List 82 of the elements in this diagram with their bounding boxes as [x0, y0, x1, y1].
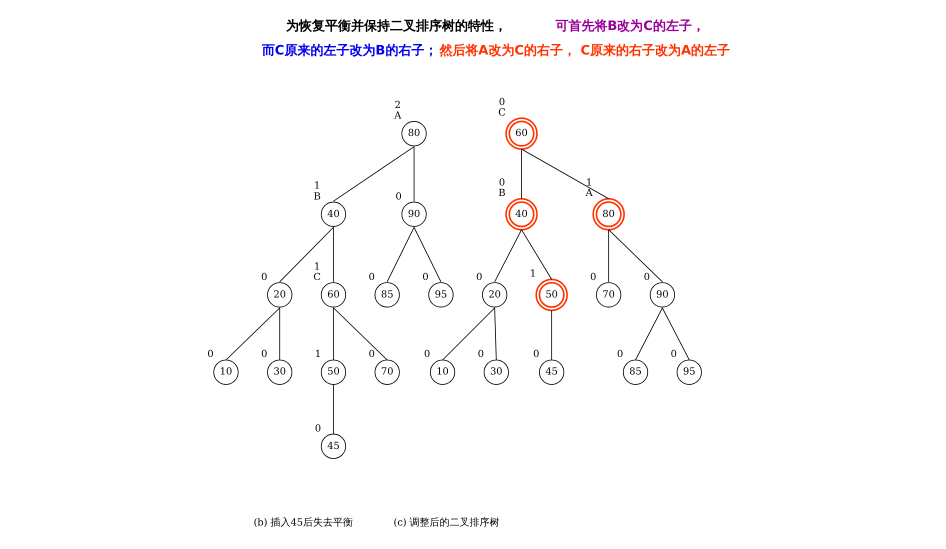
node-label: 0: [260, 349, 267, 360]
connector: [332, 307, 334, 360]
node-label: 0: [394, 191, 402, 202]
node-label: A: [394, 110, 401, 122]
node-circle: 95: [676, 360, 702, 385]
connector: [608, 229, 609, 282]
label: 为恢复平衡并保持二叉排序树的特性，: [285, 19, 506, 34]
node-label: 1: [529, 268, 536, 280]
node-circle: 80: [592, 198, 624, 231]
connector: [520, 148, 609, 200]
node-label: 2: [394, 100, 400, 112]
connector: [386, 226, 414, 282]
connector: [225, 307, 280, 360]
node-label: 0: [532, 349, 539, 360]
node-label: 1: [314, 349, 321, 360]
node-label: 0: [260, 272, 267, 283]
connector: [332, 226, 334, 282]
node-label: 0: [670, 349, 676, 360]
label: 而C原来的左子改为B的右子；: [261, 44, 437, 59]
node-label: 0: [476, 272, 482, 283]
connector: [520, 148, 522, 200]
label: (c) 调整后的二叉排序树: [393, 517, 500, 528]
node-circle: 30: [266, 360, 292, 385]
node-circle: 80: [400, 121, 426, 146]
node-label: 0: [477, 349, 484, 360]
node-label: 1: [314, 180, 320, 192]
node-circle: 50: [534, 278, 568, 312]
node-circle: 60: [504, 117, 538, 150]
connector: [442, 307, 495, 360]
node-label: 0: [498, 177, 505, 188]
connector: [520, 229, 552, 280]
connector: [608, 229, 662, 282]
node-circle: 60: [320, 282, 346, 308]
node-label: 1: [586, 177, 592, 188]
node-label: 0: [423, 349, 430, 360]
node-label: 0: [590, 272, 596, 283]
node-circle: 10: [429, 360, 455, 385]
node-label: 0: [206, 349, 214, 360]
node-label: 0: [616, 349, 623, 360]
node-label: C: [312, 272, 320, 283]
connector: [278, 226, 334, 282]
node-label: C: [498, 107, 506, 118]
connector: [550, 310, 552, 360]
node-circle: 40: [320, 202, 346, 227]
connector: [413, 226, 441, 282]
node-circle: 45: [538, 360, 564, 385]
connector: [661, 307, 690, 360]
connector: [494, 307, 496, 360]
label: 然后将A改为C的右子， C原来的右子改为A的左子: [438, 44, 730, 59]
node-label: B: [498, 188, 506, 200]
node-label: A: [585, 188, 592, 200]
node-label: 0: [368, 272, 374, 283]
node-circle: 95: [428, 282, 454, 308]
connector: [332, 146, 414, 202]
node-circle: 70: [596, 282, 621, 308]
node-label: 0: [368, 349, 374, 360]
node-circle: 20: [266, 282, 292, 308]
node-label: 1: [314, 261, 320, 272]
node-circle: 50: [320, 360, 346, 385]
node-circle: 40: [504, 198, 538, 231]
connector: [634, 307, 662, 360]
node-circle: 45: [320, 434, 346, 459]
node-circle: 90: [400, 202, 426, 227]
node-label: 0: [422, 272, 428, 283]
node-circle: 10: [212, 360, 238, 385]
connector: [413, 146, 414, 202]
node-label: B: [313, 191, 320, 202]
connector: [332, 307, 388, 360]
connector: [494, 229, 522, 282]
node-label: 0: [314, 423, 321, 434]
node-circle: 90: [649, 282, 675, 308]
node-circle: 30: [483, 360, 508, 385]
node-label: 0: [643, 272, 650, 283]
node-circle: 70: [374, 360, 400, 385]
node-circle: 85: [622, 360, 648, 385]
connector: [332, 384, 334, 434]
connector: [278, 307, 280, 360]
node-circle: 85: [374, 282, 400, 308]
node-label: 0: [498, 96, 505, 108]
node-circle: 20: [482, 282, 507, 308]
label: (b) 插入45后失去平衡: [253, 517, 353, 528]
label: 可首先将B改为C的左子，: [554, 19, 704, 34]
